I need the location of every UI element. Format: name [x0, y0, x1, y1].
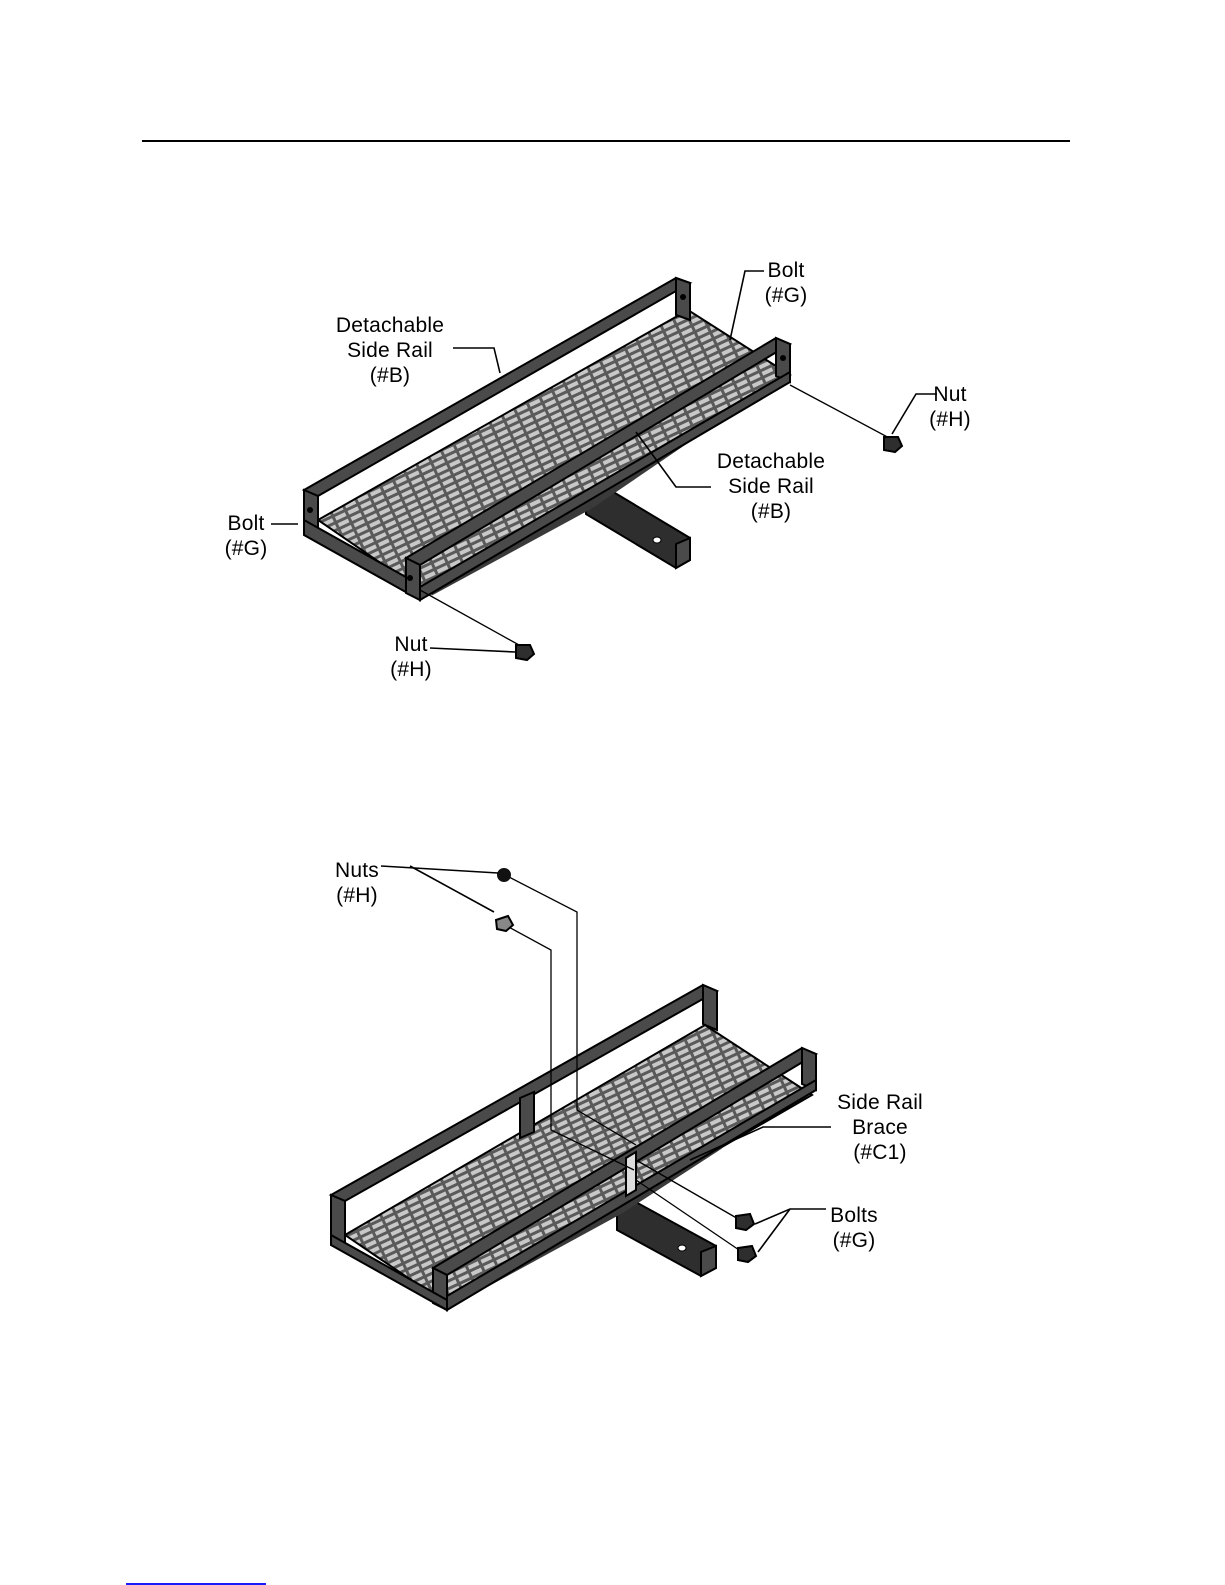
label-nut-right: Nut (#H) [925, 382, 975, 432]
label-bolts: Bolts (#G) [822, 1203, 886, 1253]
top-nut-bottom [516, 645, 534, 660]
label-side-rail-brace: Side Rail Brace (#C1) [828, 1090, 932, 1165]
nut-lower-icon [496, 916, 513, 931]
label-nuts: Nuts (#H) [330, 858, 384, 908]
label-side-rail-left: Detachable Side Rail (#B) [327, 313, 453, 388]
label-bolt-left: Bolt (#G) [219, 511, 273, 561]
brace-plate [626, 1152, 636, 1196]
nut-upper-icon [497, 868, 511, 882]
label-side-rail-right: Detachable Side Rail (#B) [706, 449, 836, 524]
label-nut-bottom: Nut (#H) [385, 632, 437, 682]
carrier-bottom-view [331, 866, 831, 1310]
bolt-upper-icon [736, 1214, 754, 1230]
bolt-lower-icon [738, 1246, 756, 1262]
top-nut-right [884, 437, 902, 452]
label-bolt-top: Bolt (#G) [760, 258, 812, 308]
brace-upright [520, 1092, 534, 1138]
